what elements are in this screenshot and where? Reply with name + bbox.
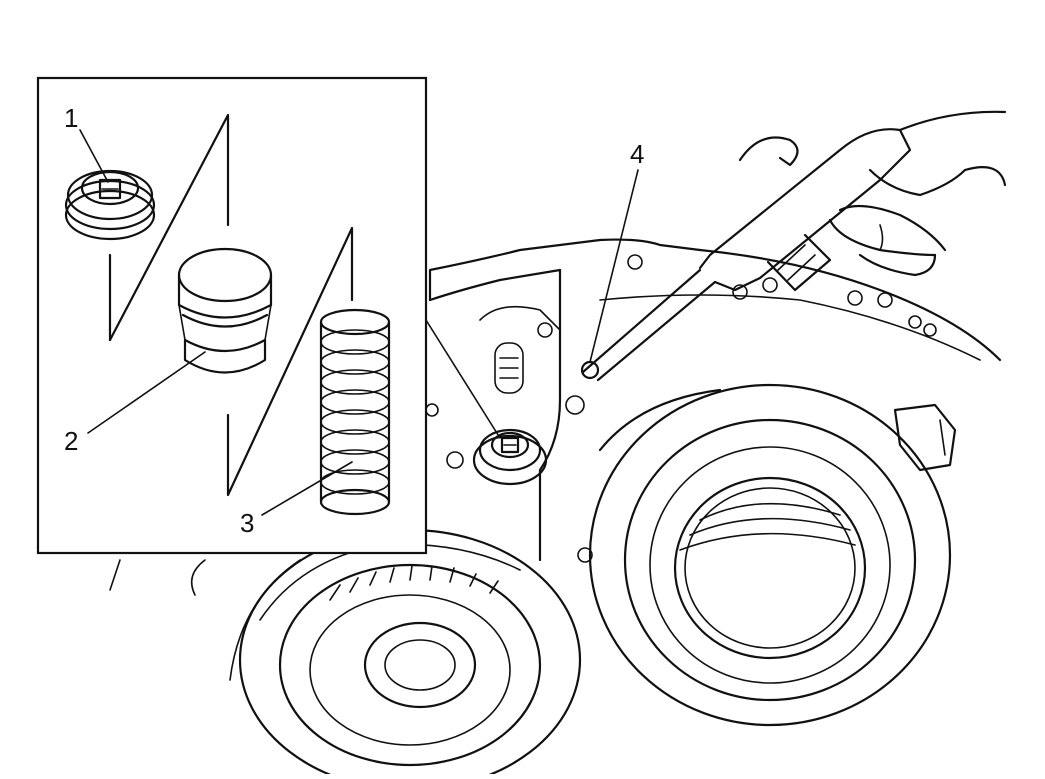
plug-part xyxy=(64,169,156,241)
callout-4-label: 4 xyxy=(630,139,644,169)
clutch-housing xyxy=(588,383,952,727)
callout-1-label: 1 xyxy=(64,103,78,133)
installed-plug xyxy=(472,428,548,486)
inset-detail-box xyxy=(36,76,501,555)
piston-part xyxy=(177,247,273,374)
callout-3-label: 3 xyxy=(240,508,254,538)
transmission-case xyxy=(425,238,1002,563)
air-gun-hand xyxy=(580,110,1007,382)
gear-drum xyxy=(109,528,582,779)
callout-4-leader xyxy=(589,169,639,363)
callout-2-label: 2 xyxy=(64,426,78,456)
spring-part xyxy=(319,308,391,516)
